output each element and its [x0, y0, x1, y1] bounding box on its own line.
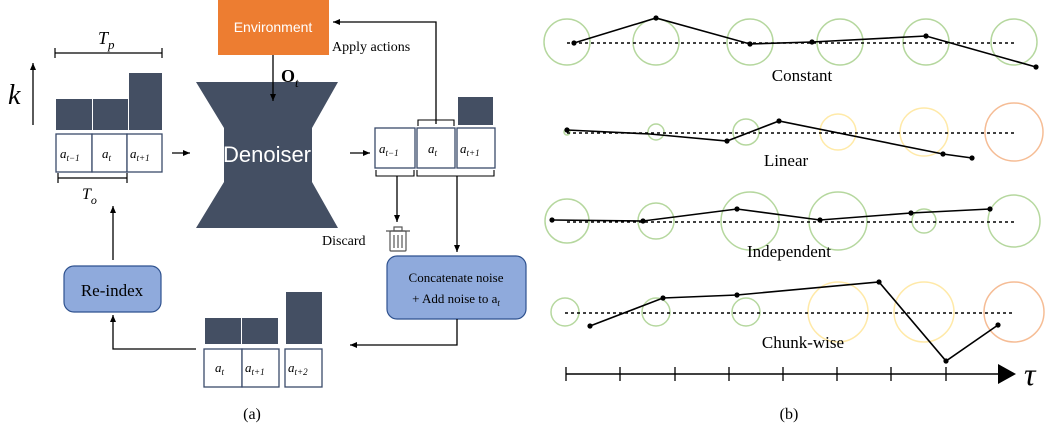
right-token-2: at+1 — [460, 141, 480, 158]
k-axis: k — [8, 63, 36, 125]
bottom-token-row: at at+1 at+2 — [203, 292, 323, 388]
label-chunk-wise: Chunk-wise — [762, 333, 844, 352]
tp-label: Tp — [98, 28, 115, 52]
schedule-independent: Independent — [544, 191, 1041, 261]
schedule-linear: Linear — [563, 102, 1044, 170]
concat-line2: + Add noise to at — [412, 291, 500, 308]
right-token-1: at — [428, 141, 438, 158]
left-token-0: at−1 — [60, 146, 80, 163]
label-constant: Constant — [772, 66, 833, 85]
reindex-label: Re-index — [81, 281, 144, 300]
apply-actions-arrow — [333, 19, 437, 124]
left-token-1: at — [102, 146, 112, 163]
environment-box: Environment — [218, 0, 329, 55]
bottom-token-2: at+2 — [288, 360, 308, 377]
to-bottom-row-arrow — [350, 319, 458, 348]
left-token-row: at−1 at at+1 — [55, 133, 163, 173]
schedule-chunk-wise: Chunk-wise — [550, 279, 1045, 364]
label-linear: Linear — [764, 151, 809, 170]
trash-icon — [386, 226, 410, 252]
schedule-constant: Constant — [543, 15, 1039, 85]
tau-label: τ — [1024, 356, 1037, 392]
panel-a: k Tp at−1 at at+1 To — [8, 0, 527, 423]
observation-label: Ot — [281, 66, 299, 90]
panel-b: Constant Linear — [543, 15, 1045, 423]
tau-axis: τ — [565, 356, 1037, 392]
discard-label: Discard — [322, 234, 366, 249]
reindex-box: Re-index — [63, 265, 162, 313]
to-reindex-arrow — [110, 315, 196, 350]
left-noise-bars — [56, 73, 162, 130]
label-independent: Independent — [747, 242, 831, 261]
denoiser-block: Denoiser — [196, 82, 338, 228]
to-bracket: To — [57, 173, 128, 207]
bottom-token-1: at+1 — [245, 360, 265, 377]
k-label: k — [8, 80, 21, 111]
bottom-token-0: at — [215, 360, 225, 377]
concat-line1: Concatenate noise — [409, 270, 504, 285]
to-label: To — [82, 186, 97, 207]
left-token-2: at+1 — [130, 146, 150, 163]
caption-b: (b) — [780, 406, 799, 423]
caption-a: (a) — [243, 406, 261, 423]
right-token-row: at−1 at at+1 — [374, 97, 496, 177]
denoiser-label: Denoiser — [223, 142, 311, 167]
tp-bracket: Tp — [54, 28, 163, 58]
right-token-0: at−1 — [379, 141, 399, 158]
environment-label: Environment — [234, 19, 313, 35]
concatenate-noise-box: Concatenate noise + Add noise to at — [386, 255, 527, 320]
apply-actions-label: Apply actions — [332, 40, 410, 55]
